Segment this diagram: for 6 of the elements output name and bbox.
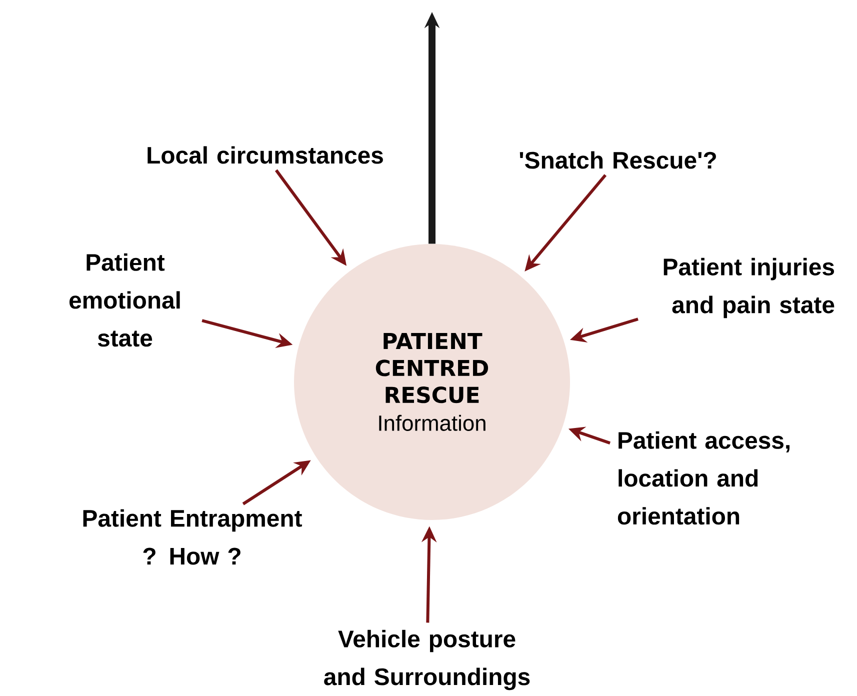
factor-label: 'Snatch Rescue'?	[520, 151, 716, 169]
factor-label: Local circumstances	[148, 146, 383, 164]
factor-label: Patient emotional state	[69, 253, 180, 347]
factor-label: Patient access, location and orientation	[618, 431, 790, 525]
factor-label: Patient injuries and pain state	[664, 258, 834, 318]
factor-label: Vehicle posture and Surroundings	[324, 630, 530, 690]
